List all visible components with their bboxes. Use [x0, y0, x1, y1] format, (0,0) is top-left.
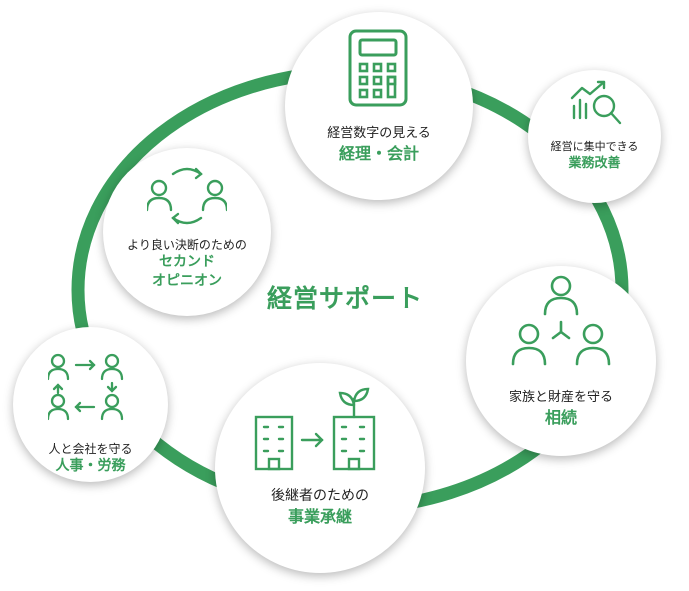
accounting-title: 経理・会計 [338, 143, 419, 163]
business-improvement-title: 業務改善 [568, 155, 621, 171]
circle-business-succession: 後継者のための 事業承継 [215, 363, 425, 573]
circle-hr-labor: 人と会社を守る 人事・労務 [13, 327, 168, 482]
calculator-icon [348, 29, 408, 107]
second-opinion-title-line2: オピニオン [152, 273, 222, 290]
inheritance-label: 家族と財産を守る 相続 [466, 389, 656, 428]
inheritance-title: 相続 [544, 407, 577, 427]
hr-labor-label: 人と会社を守る 人事・労務 [13, 441, 168, 476]
inheritance-subtitle: 家族と財産を守る [508, 390, 613, 405]
business-improvement-subtitle: 経営に集中できる [550, 140, 639, 153]
second-opinion-subtitle: より良い決断のための [127, 238, 247, 252]
circle-inheritance: 家族と財産を守る 相続 [466, 266, 656, 456]
business-succession-label: 後継者のための 事業承継 [215, 487, 425, 527]
building-growth-icon [254, 387, 376, 471]
second-opinion-title-line1: セカンド [159, 254, 215, 271]
center-title: 経営サポート [267, 284, 424, 313]
second-opinion-label: より良い決断のための セカンド オピニオン [103, 237, 271, 291]
business-succession-subtitle: 後継者のための [271, 488, 369, 504]
circle-accounting: 経営数字の見える 経理・会計 [285, 12, 473, 200]
circle-second-opinion: より良い決断のための セカンド オピニオン [103, 148, 271, 316]
family-tree-icon [511, 275, 611, 366]
chart-search-icon [570, 80, 622, 125]
hr-labor-subtitle: 人と会社を守る [48, 442, 133, 456]
business-improvement-label: 経営に集中できる 業務改善 [528, 140, 661, 172]
accounting-subtitle: 経営数字の見える [327, 126, 431, 141]
circle-business-improvement: 経営に集中できる 業務改善 [528, 70, 661, 203]
people-flow-icon [48, 353, 124, 421]
accounting-label: 経営数字の見える 経理・会計 [285, 125, 473, 164]
business-succession-title: 事業承継 [287, 506, 352, 526]
hr-labor-title: 人事・労務 [55, 458, 126, 475]
people-exchange-icon [147, 167, 227, 225]
